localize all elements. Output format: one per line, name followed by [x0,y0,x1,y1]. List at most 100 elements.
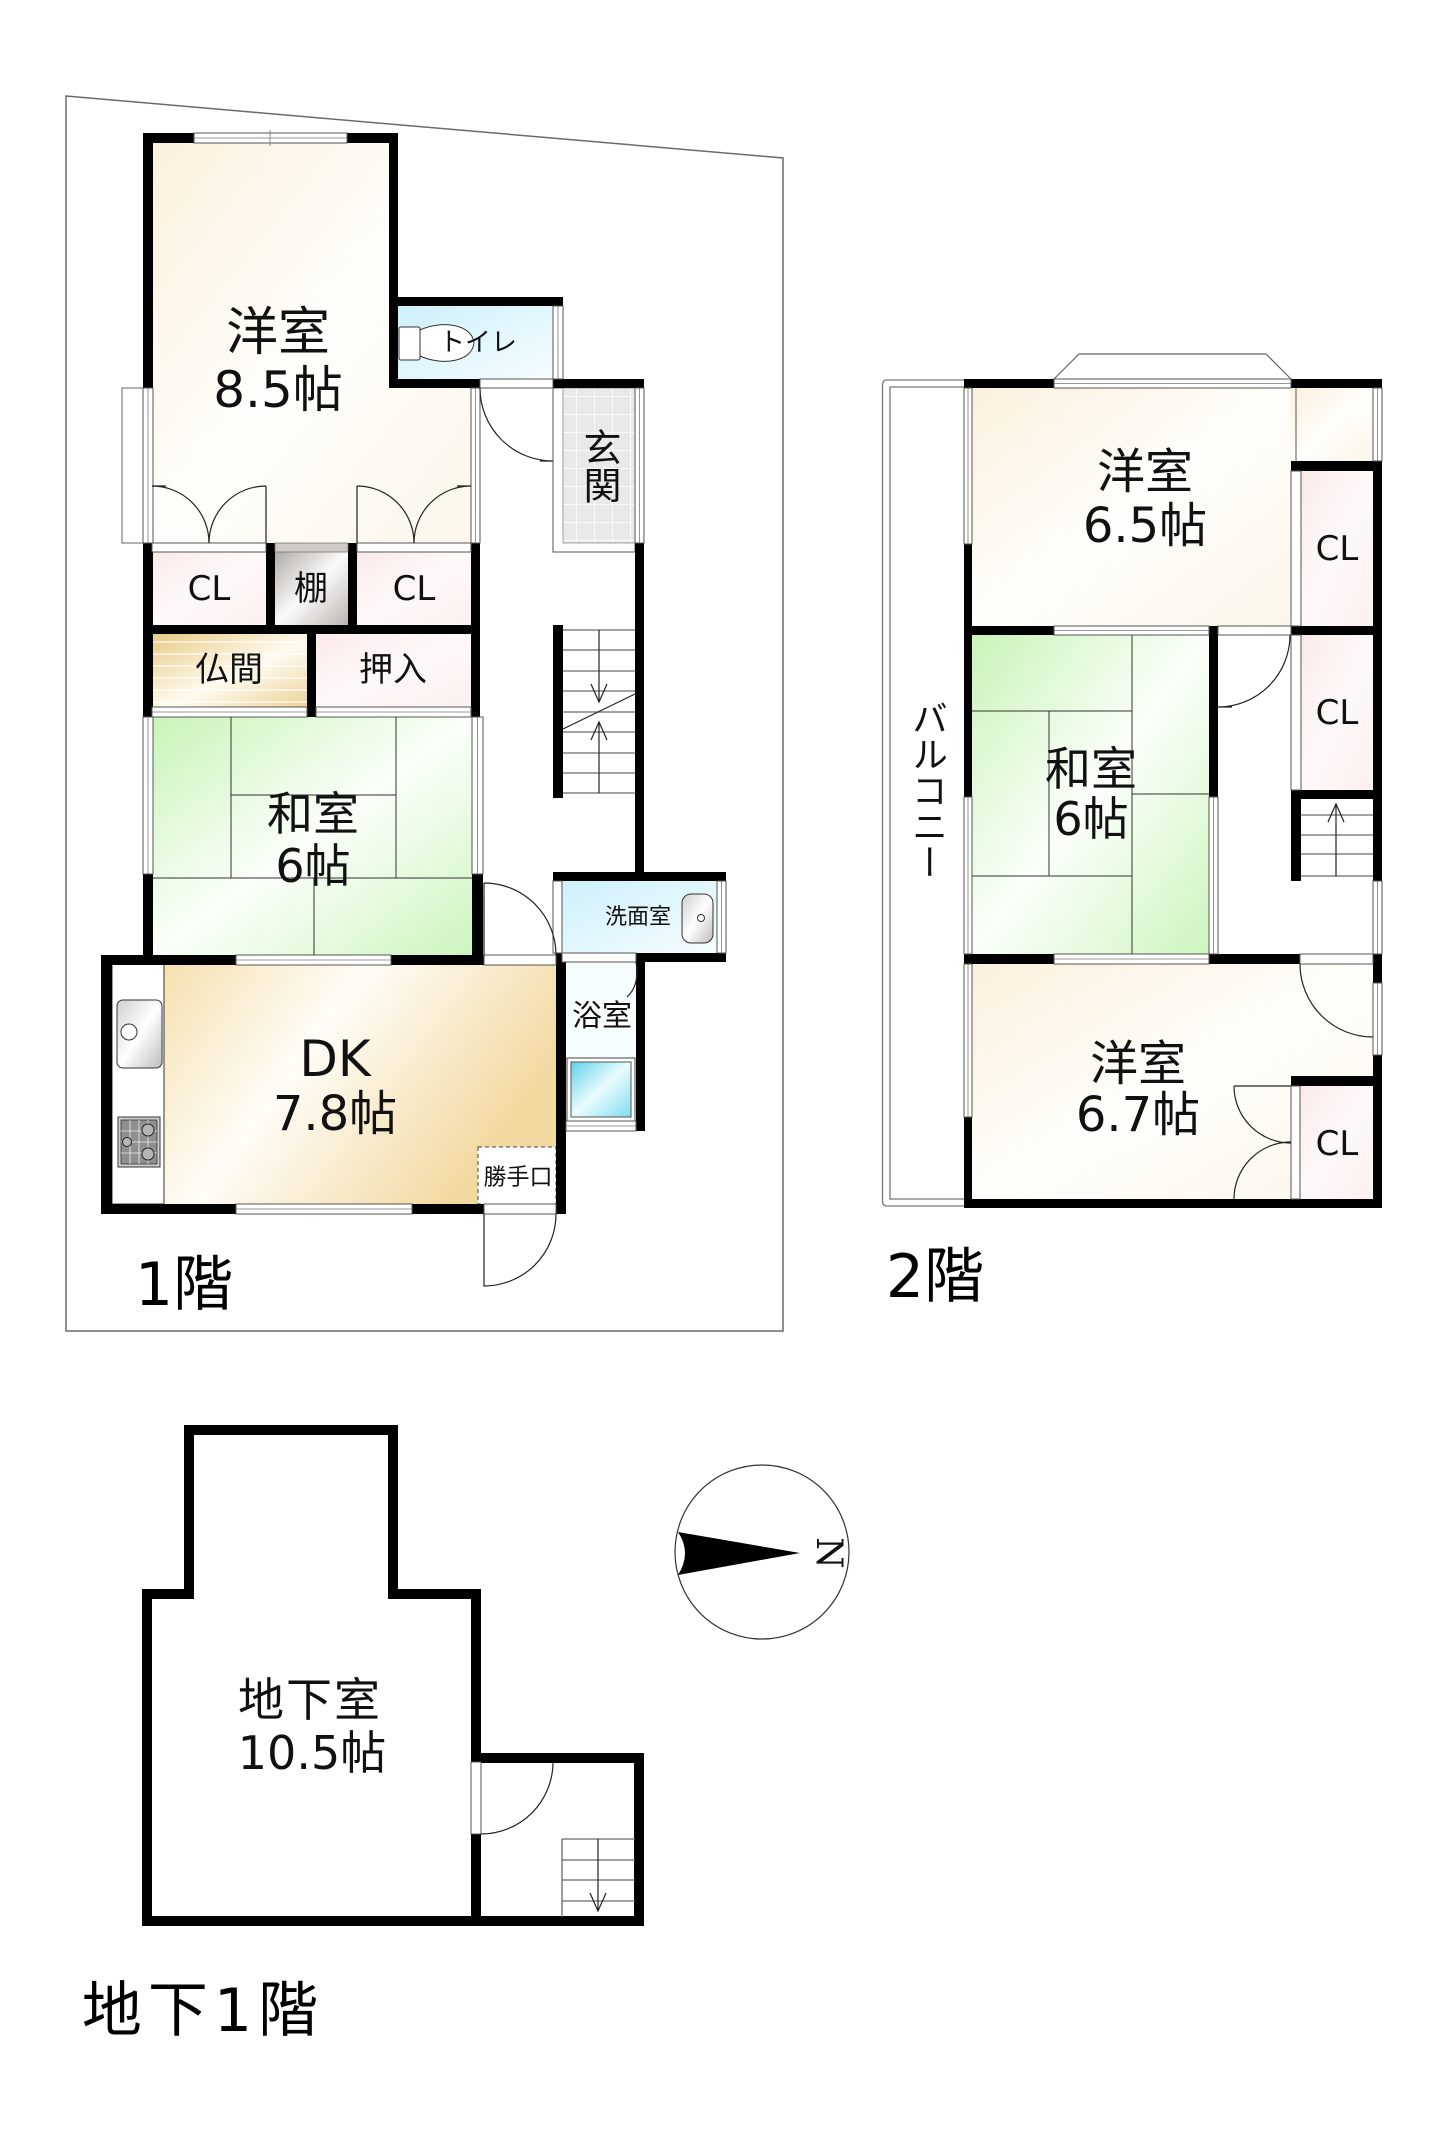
wall [389,297,563,306]
closet-door-track [356,542,472,553]
floor-2 [881,353,1383,1208]
room-name-closet-right: CL [392,569,436,609]
doors-floor1 [151,387,638,1287]
wall [635,543,644,873]
closet-door-swing[interactable] [1233,1141,1292,1200]
gas-stove-icon [117,1116,161,1168]
closet-door-swing[interactable] [151,485,210,544]
bay-window-sill [121,387,144,544]
room-size-western-lower: 6.7帖 [1075,1087,1201,1143]
door-opening [1217,625,1292,636]
butsuma-stripes [152,634,307,707]
wall [556,953,566,1214]
back-door-swing[interactable] [483,1213,557,1287]
basement-door-swing[interactable] [480,1761,554,1835]
floor-oshiire [316,634,471,707]
room-name-western-lower: 洋室 [1089,1036,1187,1092]
door-opening [1299,953,1374,965]
wall [1291,379,1382,388]
closet-door-swing[interactable] [208,485,267,544]
arrow-down-icon [590,683,608,704]
room-name-closet-3: CL [1315,1124,1359,1164]
burner [122,1137,132,1147]
closet-door-swing[interactable] [413,485,472,544]
basement-outer-walls [142,1425,644,1926]
burner [141,1147,155,1161]
floor-label-1f: 1階 [134,1250,234,1320]
kitchen-sink-icon [116,999,163,1069]
room-name-oshiire: 押入 [359,650,427,690]
staircase-floor1 [562,629,636,794]
north-arrow-icon [678,1532,800,1575]
tatami-lines [153,707,473,964]
wall [1291,1076,1382,1086]
wall [553,625,563,798]
room-name-butsuma: 仏間 [195,650,263,690]
closet-door-swing[interactable] [1233,1085,1292,1144]
room-name-closet-left: CL [187,569,231,609]
wall [143,133,153,388]
floor-japanese-room [153,717,473,955]
bath-door-swing[interactable] [626,961,638,998]
door-opening [483,1203,557,1215]
wall [1291,790,1301,881]
wall [266,543,275,634]
room-door-swing[interactable] [1299,963,1374,1038]
room-name-toilet: トイレ [438,328,518,358]
bathtub-icon [566,1057,636,1122]
room-size-dk: 7.8帖 [272,1086,398,1142]
room-name-western-upper: 洋室 [1096,444,1194,500]
closet-door-frame [1290,1085,1301,1200]
dk-door-swing[interactable] [483,882,557,956]
back-door-area [477,1146,557,1205]
arrow-up-icon [1327,802,1345,823]
wall [964,1199,1382,1208]
bay-window-outline [1053,353,1292,380]
wall [389,379,480,388]
wall [964,544,972,797]
floor-nook [1291,388,1373,461]
balcony-inner-outline [889,386,964,1200]
floor-closet-1 [1301,471,1373,626]
sliding-partition [552,880,563,954]
wall [553,379,644,388]
compass-north-label: N [808,1537,849,1569]
closet-sliding-door [1290,470,1302,627]
doors-floor2 [1217,634,1374,1200]
floor-shelf [275,552,348,625]
wall [964,379,1054,388]
wall [472,874,483,955]
windows-floor1 [121,130,727,1215]
room-name-back-door: 勝手口 [483,1164,553,1191]
floor-label-2f: 2階 [885,1242,985,1312]
room-size-western: 8.5帖 [213,361,343,419]
room-size-japanese: 6帖 [275,839,351,893]
washbasin-icon [681,893,714,944]
sink-basin [116,999,163,1069]
wall [1291,790,1382,799]
room-name-balcony: バルコニー [906,700,947,880]
basement [142,1425,644,1926]
room-name-bath: 浴室 [572,999,632,1034]
arrow-up-icon [590,720,608,741]
room-name-western: 洋室 [225,303,331,363]
wall [1373,1055,1382,1208]
wall [636,953,645,1131]
wall [636,953,726,962]
room-size-western-upper: 6.5帖 [1082,498,1208,554]
toilet-door-swing[interactable] [479,387,554,462]
wall [1291,626,1382,635]
room-door-swing[interactable] [1217,634,1291,708]
toilet-icon [398,324,475,362]
sink-drain [120,1023,138,1041]
floor-1 [65,95,784,1332]
wall [143,874,153,955]
site-boundary [65,95,784,1332]
closet-door-track [151,542,267,553]
wall [307,625,316,717]
floor-label-b1: 地下1階 [81,1976,325,2046]
wall [964,1117,972,1208]
closet-door-swing[interactable] [356,485,415,544]
